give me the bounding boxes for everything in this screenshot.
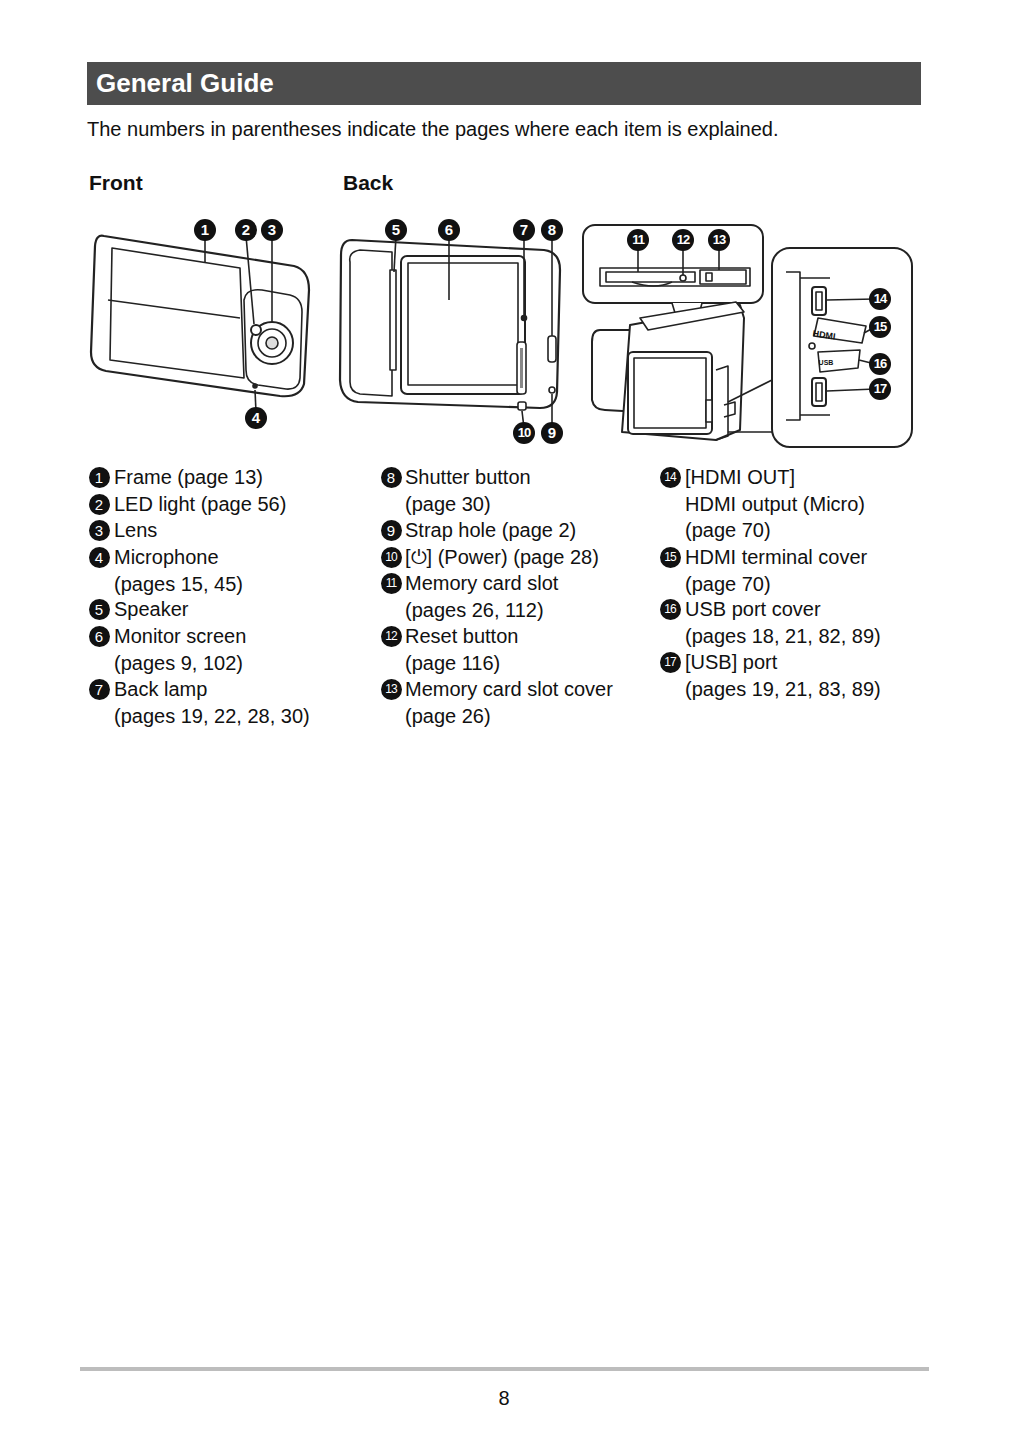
- list-number: 16: [660, 599, 681, 620]
- text-line: Microphone: [114, 544, 243, 571]
- part-description: Reset button (page 116): [405, 623, 518, 676]
- part-description: [HDMI OUT] HDMI output (Micro) (page 70): [685, 464, 865, 544]
- part-description: Shutter button (page 30): [405, 464, 531, 517]
- text-line: (page 26): [405, 703, 613, 730]
- leader-lines: [205, 236, 875, 428]
- front-camera: [91, 236, 309, 397]
- part-description: Memory card slot cover (page 26): [405, 676, 613, 729]
- text-line: (pages 26, 112): [405, 597, 558, 624]
- text-line: Memory card slot: [405, 570, 558, 597]
- part-description: Frame (page 13): [114, 464, 263, 491]
- list-number: 7: [89, 679, 110, 700]
- text-line: [USB] port: [685, 649, 881, 676]
- text-line: (pages 19, 22, 28, 30): [114, 703, 310, 730]
- text-line: Memory card slot cover: [405, 676, 613, 703]
- text-line: (page 30): [405, 491, 531, 518]
- list-number: 9: [381, 520, 402, 541]
- callout-number: 6: [438, 219, 460, 241]
- part-description: USB port cover (pages 18, 21, 82, 89): [685, 596, 881, 649]
- list-number: 8: [381, 467, 402, 488]
- callout-number: 10: [513, 422, 535, 444]
- callout-number: 1: [194, 219, 216, 241]
- callout-number: 15: [869, 316, 891, 338]
- text-line: Back lamp: [114, 676, 310, 703]
- list-number: 14: [660, 467, 681, 488]
- title-bar: [87, 62, 921, 105]
- part-description: HDMI terminal cover (page 70): [685, 544, 867, 597]
- list-number: 1: [89, 467, 110, 488]
- text-line: (pages 15, 45): [114, 571, 243, 598]
- part-description: Strap hole (page 2): [405, 517, 576, 544]
- part-description: Microphone (pages 15, 45): [114, 544, 243, 597]
- callout-number: 3: [261, 219, 283, 241]
- part-description: Monitor screen (pages 9, 102): [114, 623, 246, 676]
- list-number: 11: [381, 573, 402, 594]
- part-description: LED light (page 56): [114, 491, 286, 518]
- callout-number: 12: [672, 229, 694, 251]
- callout-number: 2: [235, 219, 257, 241]
- list-number: 3: [89, 520, 110, 541]
- text-line: (page 70): [685, 517, 865, 544]
- text-line: (pages 18, 21, 82, 89): [685, 623, 881, 650]
- list-number: 13: [381, 679, 402, 700]
- intro-note: The numbers in parentheses indicate the …: [87, 116, 779, 143]
- callout-number: 7: [513, 219, 535, 241]
- side-camera: [592, 302, 744, 440]
- part-description: Memory card slot (pages 26, 112): [405, 570, 558, 623]
- text-line: Monitor screen: [114, 623, 246, 650]
- list-number: 10: [381, 547, 402, 568]
- list-number: 2: [89, 494, 110, 515]
- text-line: (pages 19, 21, 83, 89): [685, 676, 881, 703]
- text-line: (page 70): [685, 571, 867, 598]
- page-number: 8: [474, 1385, 534, 1411]
- part-description: Back lamp (pages 19, 22, 28, 30): [114, 676, 310, 729]
- part-description: Speaker: [114, 596, 189, 623]
- view-heading: Back: [343, 170, 393, 197]
- cover-marking: USB: [806, 357, 846, 369]
- callout-number: 5: [385, 219, 407, 241]
- callout-number: 9: [541, 422, 563, 444]
- part-description: [⏻] (Power) (page 28): [405, 544, 599, 571]
- callout-number: 13: [708, 229, 730, 251]
- callout-number: 11: [627, 229, 649, 251]
- text-line: HDMI terminal cover: [685, 544, 867, 571]
- text-line: Shutter button: [405, 464, 531, 491]
- text-line: (page 116): [405, 650, 518, 677]
- text-line: Reset button: [405, 623, 518, 650]
- text-line: (pages 9, 102): [114, 650, 246, 677]
- list-number: 5: [89, 599, 110, 620]
- section-title: General Guide: [96, 62, 274, 105]
- list-number: 4: [89, 547, 110, 568]
- back-camera: [340, 240, 560, 410]
- footer-rule: [80, 1367, 929, 1371]
- list-number: 12: [381, 626, 402, 647]
- text-line: USB port cover: [685, 596, 881, 623]
- list-number: 15: [660, 547, 681, 568]
- callout-number: 17: [869, 378, 891, 400]
- view-heading: Front: [89, 170, 143, 197]
- callout-number: 16: [869, 353, 891, 375]
- callout-number: 14: [869, 288, 891, 310]
- part-description: Lens: [114, 517, 157, 544]
- text-line: [HDMI OUT]: [685, 464, 865, 491]
- list-number: 6: [89, 626, 110, 647]
- text-line: HDMI output (Micro): [685, 491, 865, 518]
- list-number: 17: [660, 652, 681, 673]
- callout-number: 4: [245, 407, 267, 429]
- callout-number: 8: [541, 219, 563, 241]
- part-description: [USB] port (pages 19, 21, 83, 89): [685, 649, 881, 702]
- port-inset: [728, 248, 912, 447]
